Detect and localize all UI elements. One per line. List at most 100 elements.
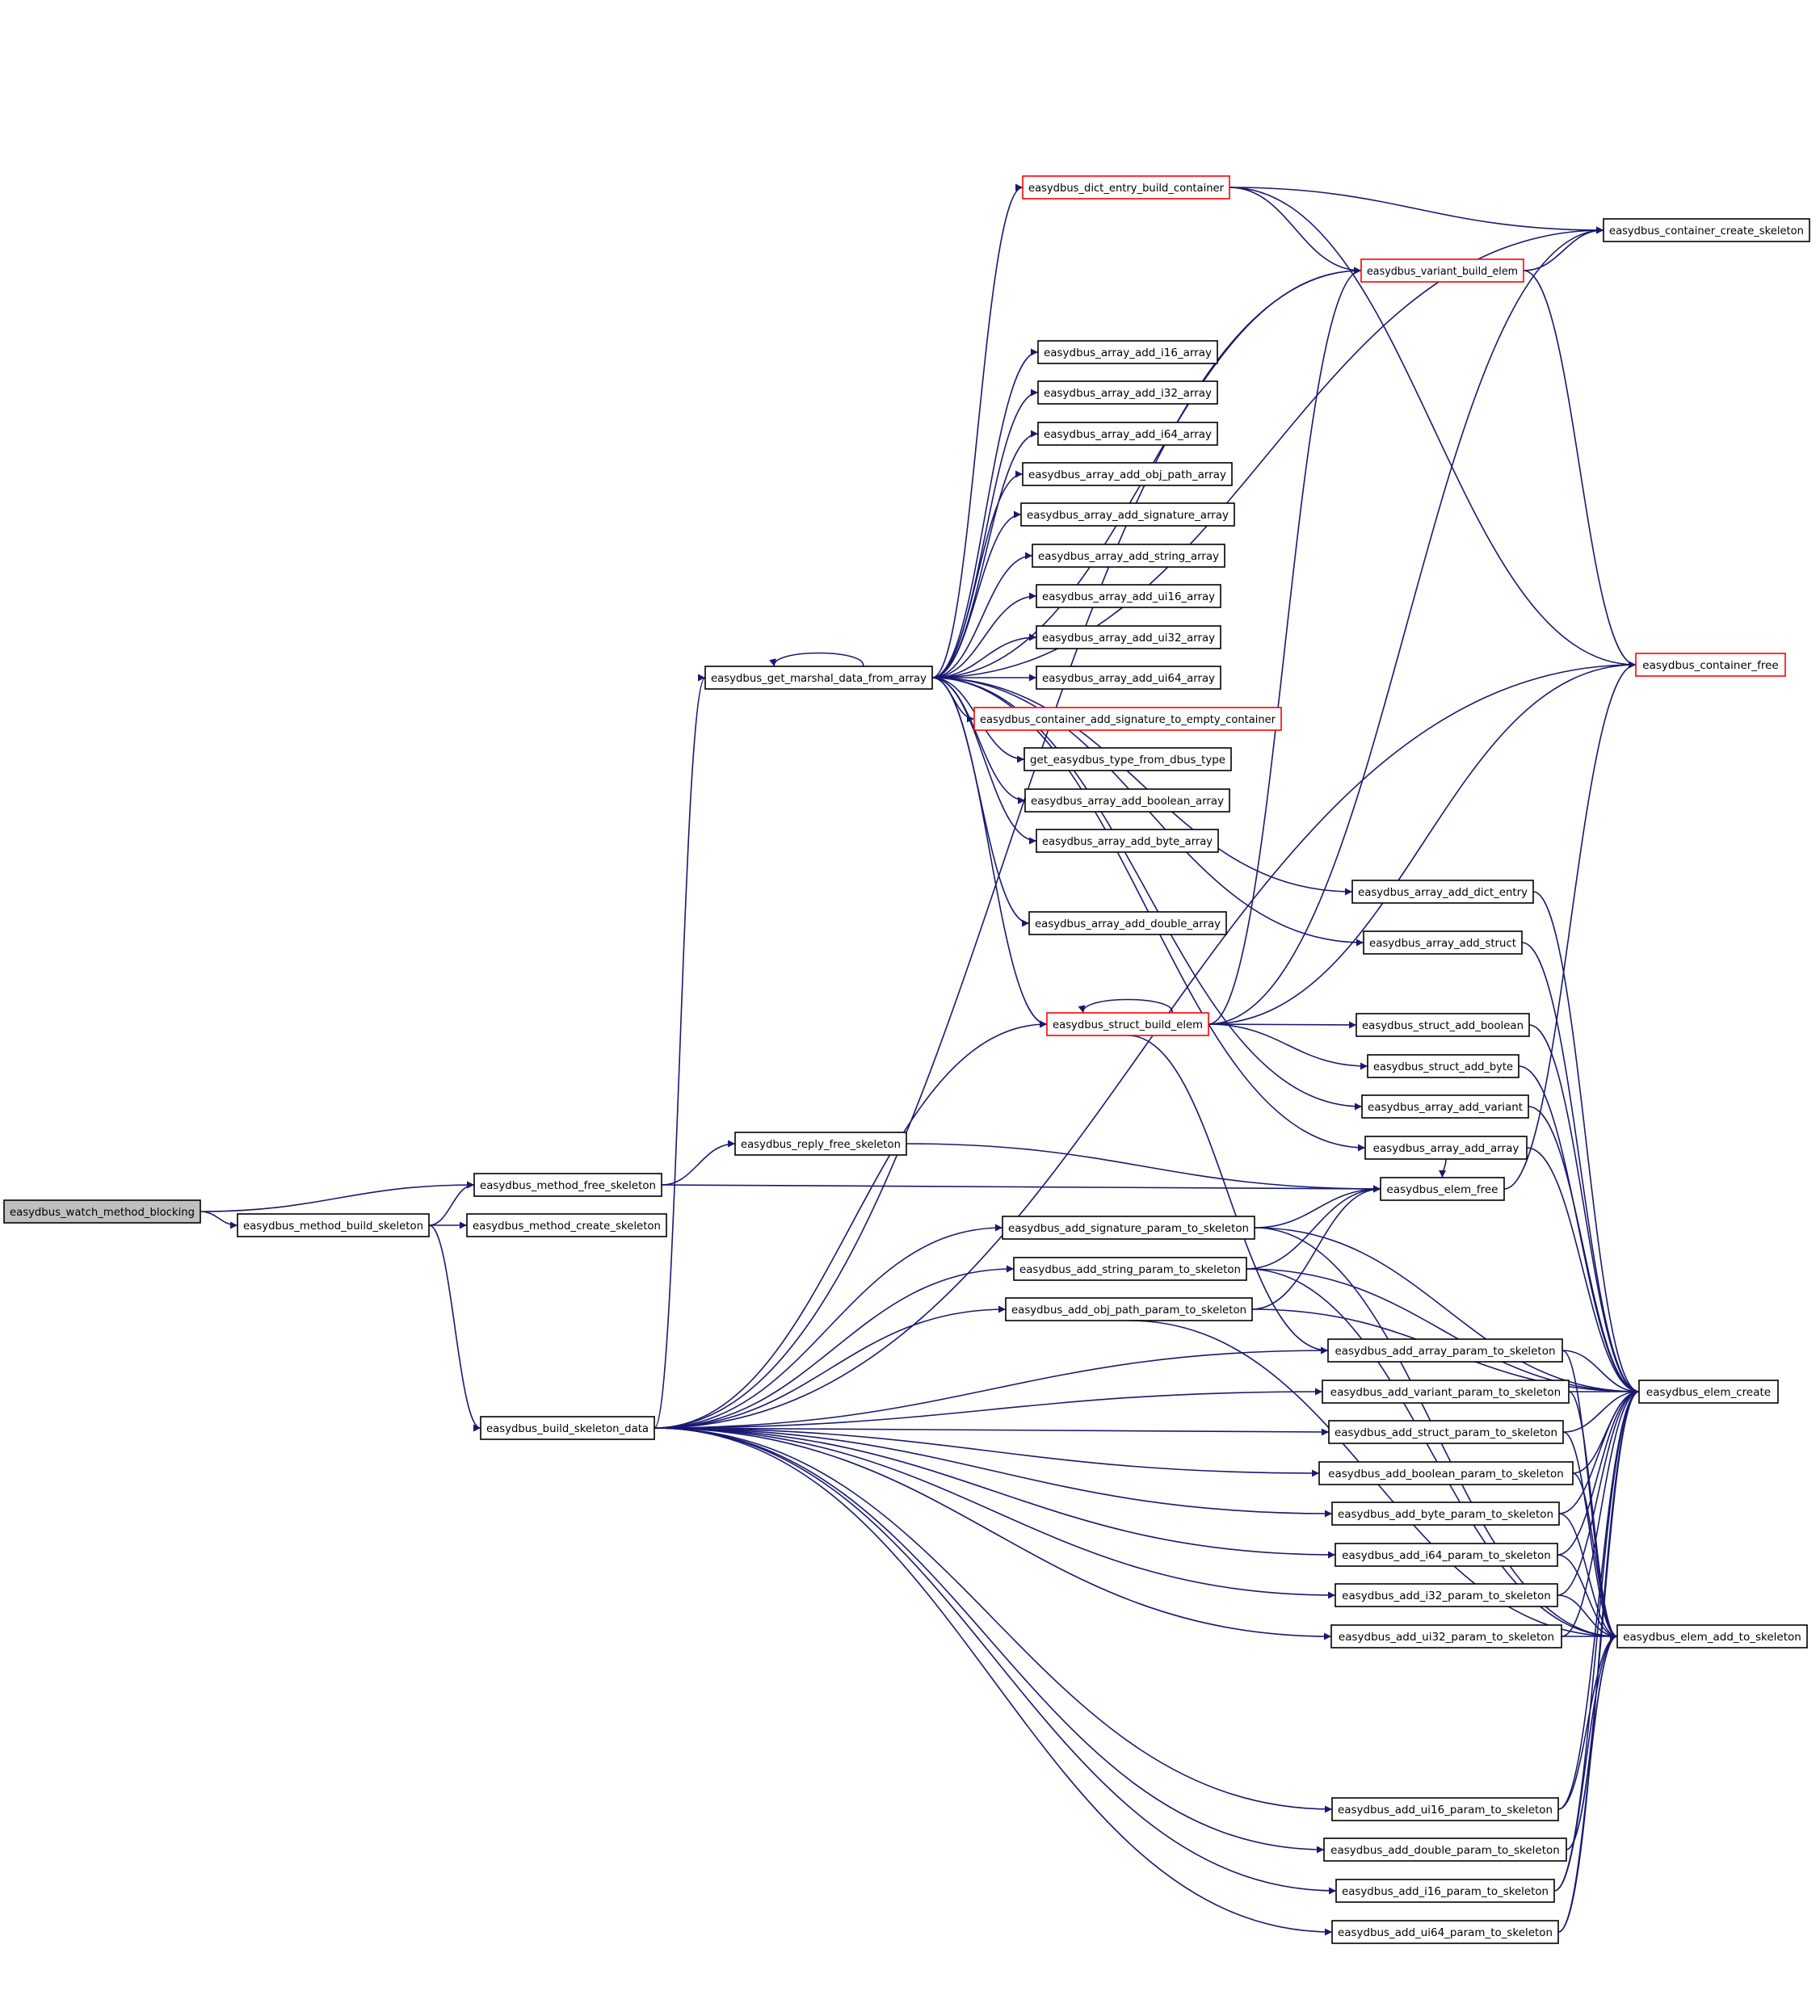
- node-easydbus-add-array-param-to-skeleton[interactable]: easydbus_add_array_param_to_skeleton: [1327, 1338, 1563, 1363]
- node-easydbus-array-add-double-array[interactable]: easydbus_array_add_double_array: [1028, 911, 1227, 935]
- node-easydbus-array-add-ui16-array[interactable]: easydbus_array_add_ui16_array: [1036, 584, 1221, 608]
- node-easydbus-add-i16-param-to-skeleton[interactable]: easydbus_add_i16_param_to_skeleton: [1335, 1879, 1555, 1903]
- node-box: [1322, 1380, 1570, 1404]
- node-box: [1036, 625, 1221, 649]
- node-easydbus-add-boolean-param-to-skeleton[interactable]: easydbus_add_boolean_param_to_skeleton: [1318, 1461, 1574, 1485]
- node-easydbus-array-add-boolean-array[interactable]: easydbus_array_add_boolean_array: [1024, 788, 1230, 813]
- node-easydbus-get-marshal-data-from-array[interactable]: easydbus_get_marshal_data_from_array: [704, 666, 933, 690]
- node-label: easydbus_get_marshal_data_from_array: [711, 672, 927, 685]
- edge-m-free-to-elem-free: [661, 1184, 1381, 1193]
- node-box: [1616, 1624, 1808, 1648]
- node-easydbus-add-ui32-param-to-skeleton[interactable]: easydbus_add_ui32_param_to_skeleton: [1330, 1624, 1562, 1648]
- node-easydbus-elem-add-to-skeleton[interactable]: easydbus_elem_add_to_skeleton: [1616, 1624, 1808, 1648]
- node-easydbus-container-add-signature-to-empty-container[interactable]: easydbus_container_add_signature_to_empt…: [973, 707, 1282, 731]
- node-label: easydbus_add_i16_param_to_skeleton: [1342, 1885, 1549, 1898]
- node-easydbus-add-i32-param-to-skeleton[interactable]: easydbus_add_i32_param_to_skeleton: [1335, 1583, 1558, 1607]
- node-easydbus-method-build-skeleton[interactable]: easydbus_method_build_skeleton: [237, 1213, 430, 1237]
- edge-p-ui32-to-elem-create: [1561, 1388, 1640, 1637]
- node-box: [1037, 340, 1218, 364]
- node-label: easydbus_add_string_param_to_skeleton: [1019, 1263, 1241, 1276]
- node-easydbus-dict-entry-build-container[interactable]: easydbus_dict_entry_build_container: [1022, 175, 1230, 200]
- node-easydbus-array-add-signature-array[interactable]: easydbus_array_add_signature_array: [1020, 502, 1235, 527]
- node-easydbus-watch-method-blocking[interactable]: easydbus_watch_method_blocking: [3, 1199, 201, 1224]
- node-easydbus-array-add-dict-entry[interactable]: easydbus_array_add_dict_entry: [1351, 880, 1534, 904]
- edge-build-data-to-p-sig: [654, 1224, 1003, 1429]
- node-easydbus-variant-build-elem[interactable]: easydbus_variant_build_elem: [1360, 258, 1524, 283]
- edge-gmd-to-a-obj: [931, 470, 1023, 678]
- node-box: [1603, 218, 1810, 242]
- edge-p-i32-to-elem-add: [1557, 1594, 1618, 1640]
- node-box: [1335, 1583, 1558, 1607]
- edge-gmd-to-dict-build: [931, 183, 1023, 678]
- node-easydbus-array-add-obj-path-array[interactable]: easydbus_array_add_obj_path_array: [1022, 462, 1233, 486]
- node-easydbus-struct-build-elem[interactable]: easydbus_struct_build_elem: [1046, 1012, 1209, 1036]
- node-easydbus-method-create-skeleton[interactable]: easydbus_method_create_skeleton: [466, 1213, 667, 1237]
- node-easydbus-array-add-i64-array[interactable]: easydbus_array_add_i64_array: [1037, 422, 1218, 446]
- node-label: easydbus_add_signature_param_to_skeleton: [1008, 1222, 1249, 1235]
- node-label: easydbus_struct_build_elem: [1053, 1018, 1203, 1031]
- node-box: [1037, 380, 1218, 405]
- node-label: easydbus_method_build_skeleton: [243, 1220, 423, 1233]
- node-easydbus-add-struct-param-to-skeleton[interactable]: easydbus_add_struct_param_to_skeleton: [1328, 1420, 1564, 1444]
- node-label: easydbus_elem_create: [1646, 1386, 1771, 1399]
- node-easydbus-elem-create[interactable]: easydbus_elem_create: [1638, 1380, 1779, 1404]
- node-easydbus-container-create-skeleton[interactable]: easydbus_container_create_skeleton: [1603, 218, 1810, 242]
- node-label: easydbus_array_add_ui64_array: [1042, 672, 1215, 685]
- edge-watch-to-m-build: [200, 1211, 238, 1229]
- node-box: [1036, 829, 1219, 853]
- node-easydbus-array-add-i16-array[interactable]: easydbus_array_add_i16_array: [1037, 340, 1218, 364]
- node-easydbus-array-add-ui32-array[interactable]: easydbus_array_add_ui32_array: [1036, 625, 1221, 649]
- node-easydbus-add-obj-path-param-to-skeleton[interactable]: easydbus_add_obj_path_param_to_skeleton: [1005, 1297, 1253, 1321]
- node-easydbus-add-signature-param-to-skeleton[interactable]: easydbus_add_signature_param_to_skeleton: [1002, 1216, 1255, 1240]
- node-easydbus-add-byte-param-to-skeleton[interactable]: easydbus_add_byte_param_to_skeleton: [1331, 1502, 1560, 1526]
- node-easydbus-array-add-variant[interactable]: easydbus_array_add_variant: [1361, 1094, 1529, 1119]
- node-box: [1380, 1177, 1505, 1201]
- edge-struct-build-to-s-bool: [1208, 1021, 1357, 1029]
- node-easydbus-add-string-param-to-skeleton[interactable]: easydbus_add_string_param_to_skeleton: [1013, 1257, 1247, 1281]
- node-get-easydbus-type-from-dbus-type[interactable]: get_easydbus_type_from_dbus_type: [1023, 747, 1232, 771]
- edge-p-str-to-elem-free: [1246, 1185, 1381, 1270]
- edge-build-data-to-p-ui16: [654, 1427, 1333, 1813]
- node-label: easydbus_array_add_struct: [1369, 937, 1516, 950]
- edge-build-data-to-struct-build: [654, 1020, 1048, 1429]
- edge-variant-build-to-cont-create: [1523, 226, 1604, 271]
- edge-build-data-to-p-double: [654, 1427, 1325, 1854]
- node-box: [1024, 788, 1230, 813]
- edge-m-build-to-build-data: [428, 1224, 481, 1432]
- node-easydbus-container-free[interactable]: easydbus_container_free: [1635, 653, 1786, 677]
- node-easydbus-add-double-param-to-skeleton[interactable]: easydbus_add_double_param_to_skeleton: [1323, 1838, 1567, 1862]
- edge-struct-build-to-variant-build: [1208, 267, 1362, 1025]
- node-easydbus-array-add-ui64-array[interactable]: easydbus_array_add_ui64_array: [1036, 666, 1221, 690]
- node-easydbus-struct-add-boolean[interactable]: easydbus_struct_add_boolean: [1356, 1013, 1530, 1037]
- function-nodes: easydbus_watch_method_blocking easydbus_m…: [3, 175, 1810, 1944]
- node-easydbus-method-free-skeleton[interactable]: easydbus_method_free_skeleton: [473, 1173, 662, 1197]
- edge-a-variant-to-elem-create: [1528, 1106, 1640, 1396]
- node-easydbus-add-i64-param-to-skeleton[interactable]: easydbus_add_i64_param_to_skeleton: [1335, 1543, 1558, 1567]
- node-easydbus-array-add-struct[interactable]: easydbus_array_add_struct: [1363, 930, 1523, 955]
- node-easydbus-build-skeleton-data[interactable]: easydbus_build_skeleton_data: [480, 1416, 655, 1440]
- node-easydbus-array-add-array[interactable]: easydbus_array_add_array: [1364, 1136, 1528, 1160]
- node-box: [1361, 1094, 1529, 1119]
- node-easydbus-struct-add-byte[interactable]: easydbus_struct_add_byte: [1367, 1054, 1519, 1078]
- node-box: [1363, 930, 1523, 955]
- node-box: [466, 1213, 667, 1237]
- edge-build-data-to-p-byte: [654, 1427, 1333, 1518]
- node-box: [1323, 1838, 1567, 1862]
- node-easydbus-array-add-byte-array[interactable]: easydbus_array_add_byte_array: [1036, 829, 1219, 853]
- node-easydbus-array-add-i32-array[interactable]: easydbus_array_add_i32_array: [1037, 380, 1218, 405]
- node-easydbus-add-variant-param-to-skeleton[interactable]: easydbus_add_variant_param_to_skeleton: [1322, 1380, 1570, 1404]
- node-label: easydbus_add_ui32_param_to_skeleton: [1339, 1631, 1554, 1644]
- edge-build-data-to-p-obj: [654, 1305, 1007, 1429]
- edge-dict-build-to-variant-build: [1229, 187, 1362, 275]
- node-easydbus-array-add-string-array[interactable]: easydbus_array_add_string_array: [1032, 544, 1225, 568]
- node-easydbus-add-ui64-param-to-skeleton[interactable]: easydbus_add_ui64_param_to_skeleton: [1331, 1920, 1559, 1944]
- node-easydbus-reply-free-skeleton[interactable]: easydbus_reply_free_skeleton: [734, 1132, 907, 1156]
- node-label: easydbus_add_obj_path_param_to_skeleton: [1011, 1304, 1246, 1317]
- edge-p-i16-to-elem-add: [1553, 1632, 1618, 1892]
- node-label: easydbus_build_skeleton_data: [486, 1422, 649, 1435]
- node-box: [734, 1132, 907, 1156]
- node-easydbus-add-ui16-param-to-skeleton[interactable]: easydbus_add_ui16_param_to_skeleton: [1331, 1797, 1559, 1821]
- node-easydbus-elem-free[interactable]: easydbus_elem_free: [1380, 1177, 1505, 1201]
- node-box: [1032, 544, 1225, 568]
